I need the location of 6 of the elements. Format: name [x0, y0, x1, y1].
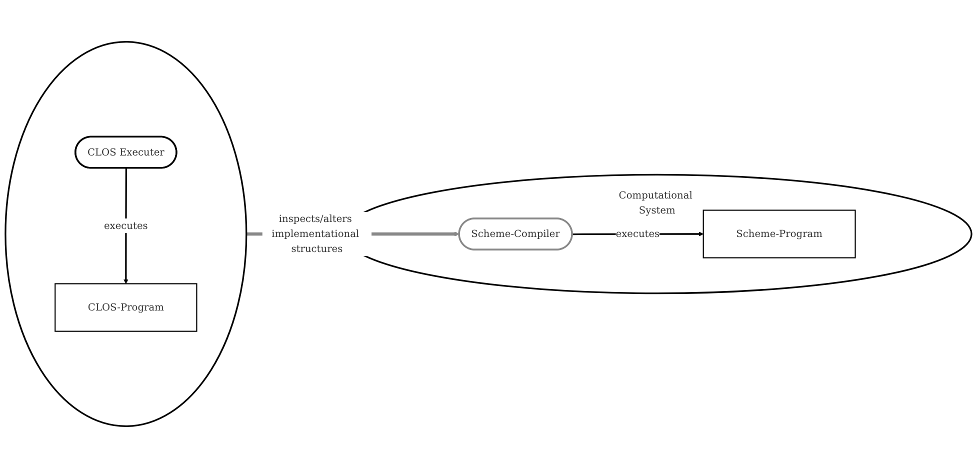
- edge-label: executes: [104, 220, 148, 232]
- cluster: [4, 40, 248, 428]
- node-box: Scheme-Program: [702, 210, 856, 258]
- edge-label: executes: [616, 228, 660, 240]
- node-box: CLOS-Program: [54, 283, 198, 332]
- arrow: [124, 168, 128, 284]
